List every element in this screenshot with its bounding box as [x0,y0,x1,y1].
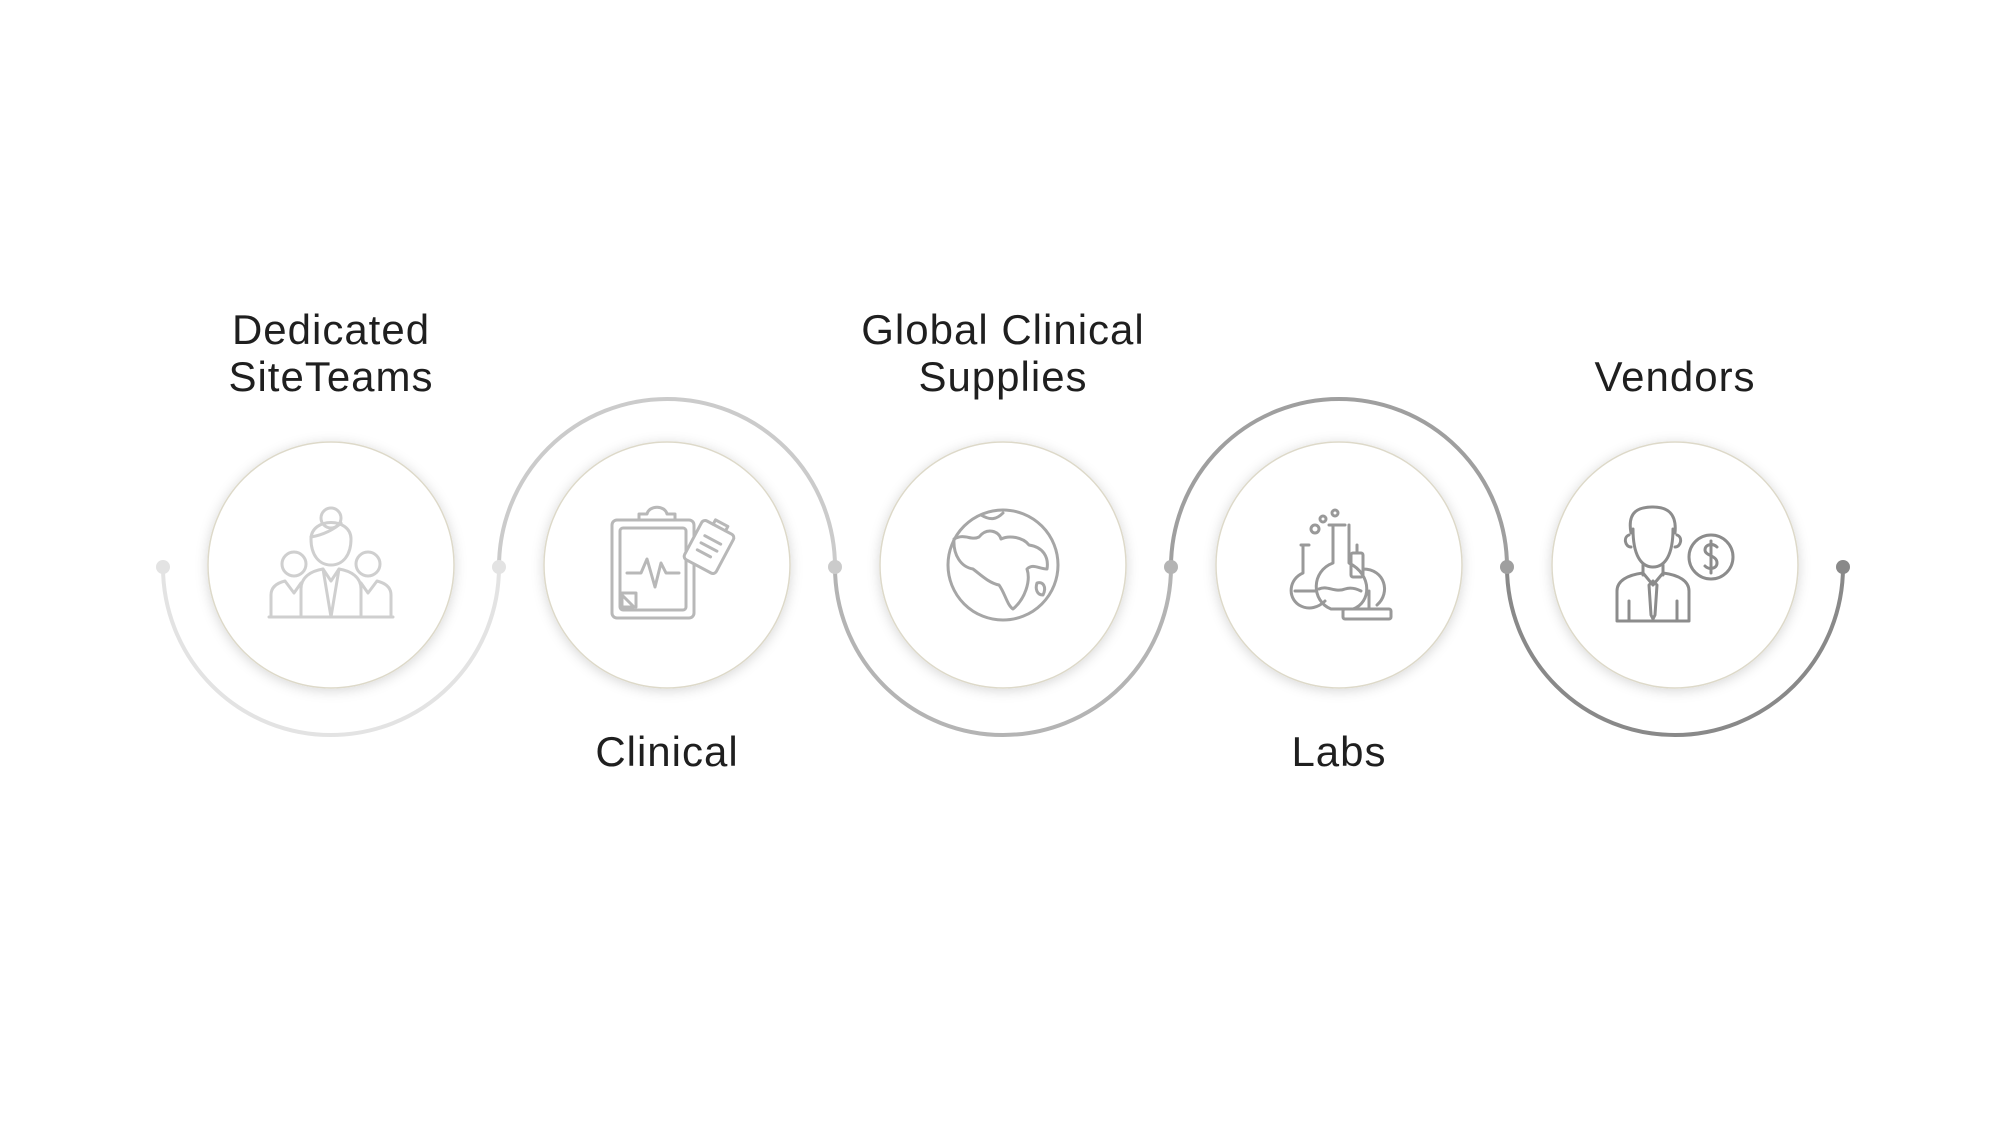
stage-circle [1551,441,1799,689]
lab-flasks-microscope-icon [1289,508,1393,621]
stage-label: Dedicated SiteTeams [121,306,541,400]
connector-arc-1 [161,566,501,737]
stage-label-line: Dedicated [231,306,431,353]
clipboard-icon [610,505,736,620]
vendor-dollar-icon [1615,505,1735,623]
connector-dot [1836,560,1850,574]
stage-circle [543,441,791,689]
globe-icon [946,508,1060,622]
stage-circle [1215,441,1463,689]
connector-arc-4 [1169,397,1509,568]
stage-label-line: SiteTeams [228,353,434,400]
connector-dot [828,560,842,574]
connector-arc-2 [497,397,837,568]
stage-label: Labs [1129,728,1549,775]
stage-label: Vendors [1465,353,1885,400]
stage-label: Global Clinical Supplies [793,306,1213,400]
stage-label-line: Clinical [595,728,739,775]
connector-dot [1164,560,1178,574]
stage-label-line: Global Clinical [861,306,1145,353]
connector-arc-5 [1505,566,1845,737]
stage-label: Clinical [457,728,877,775]
connector-dot [492,560,506,574]
connector-arc-3 [833,566,1173,737]
stage-circle [879,441,1127,689]
stage-label-line: Vendors [1594,353,1756,400]
connector-dot [156,560,170,574]
stage-label-line: Labs [1291,728,1387,775]
stage-label-line: Supplies [918,353,1088,400]
team-icon [267,506,395,619]
connector-dot [1500,560,1514,574]
